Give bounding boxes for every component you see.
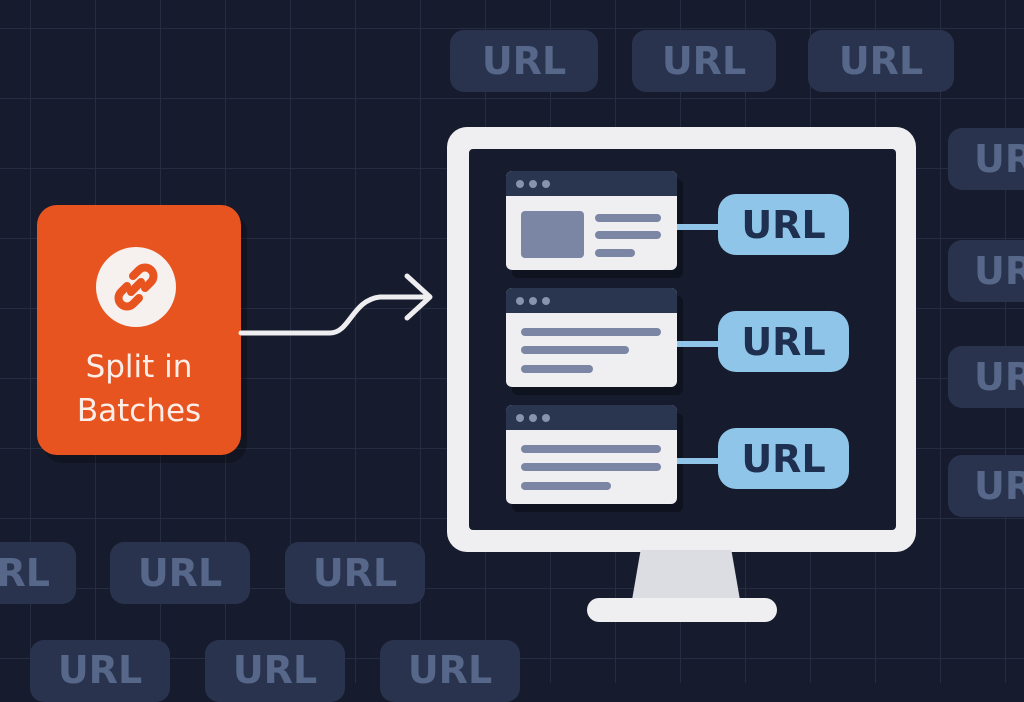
bg-url-tag: URL: [450, 30, 598, 92]
connector-line: [677, 224, 718, 230]
bg-url-tag: RL: [0, 542, 76, 604]
bg-url-tag: UR: [948, 128, 1024, 190]
bg-url-tag: UR: [948, 455, 1024, 517]
url-badge: URL: [718, 311, 849, 372]
bg-url-tag: URL: [110, 542, 250, 604]
url-badge: URL: [718, 194, 849, 255]
bg-url-tag: UR: [948, 346, 1024, 408]
browser-window: [506, 288, 677, 387]
connector-line: [677, 341, 718, 347]
monitor-stand-base: [587, 598, 777, 622]
link-icon: [96, 247, 176, 327]
connector-line: [677, 458, 718, 464]
bg-url-tag: URL: [285, 542, 425, 604]
bg-url-tag: URL: [632, 30, 776, 92]
bg-url-tag: URL: [808, 30, 954, 92]
browser-window: [506, 171, 677, 270]
monitor-stand-neck: [632, 550, 740, 600]
browser-window: [506, 405, 677, 504]
url-badge: URL: [718, 428, 849, 489]
flow-arrow: [238, 273, 433, 336]
image-placeholder: [521, 211, 584, 258]
bg-url-tag: UR: [948, 240, 1024, 302]
